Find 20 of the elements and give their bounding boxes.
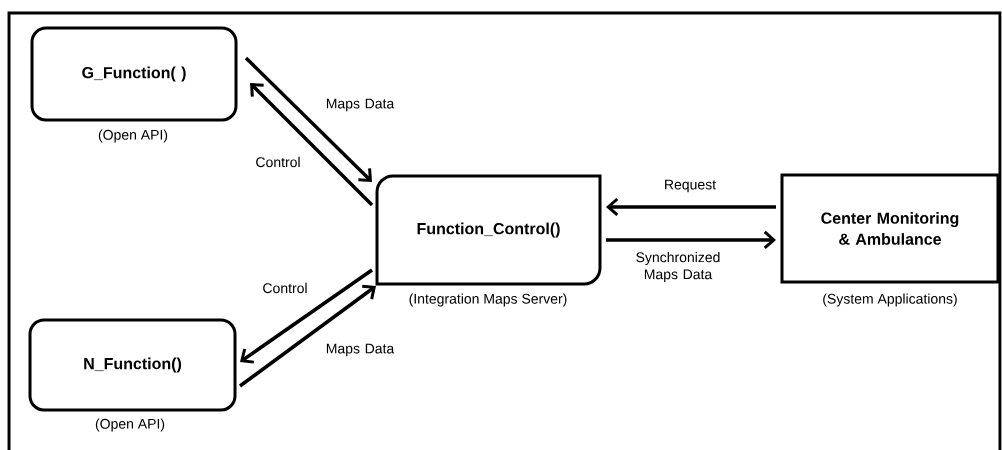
function-box: Function_Control() [375, 174, 602, 286]
edge-label: Maps Data [326, 343, 395, 357]
arrow [238, 284, 376, 388]
arrow [250, 83, 374, 207]
function-box: N_Function() [28, 318, 237, 412]
function-box: Center Monitoring & Ambulance [780, 173, 1000, 284]
node-label: (Open API) [98, 129, 168, 143]
function-box: G_Function( ) [30, 26, 238, 122]
edge-label: Maps Data [326, 98, 395, 112]
node-label: (Integration Maps Server) [409, 293, 567, 307]
edge-label: Control [263, 282, 307, 294]
arrow [240, 268, 373, 364]
node-label: (Open API) [95, 418, 165, 432]
node-label: (System Applications) [823, 293, 957, 307]
edge-label: Control [256, 156, 300, 168]
arrow [606, 230, 776, 250]
edge-label: Request [665, 179, 716, 193]
arrow [606, 197, 776, 217]
arrow [244, 56, 372, 182]
edge-label: Synchronized Maps Data [636, 251, 720, 282]
